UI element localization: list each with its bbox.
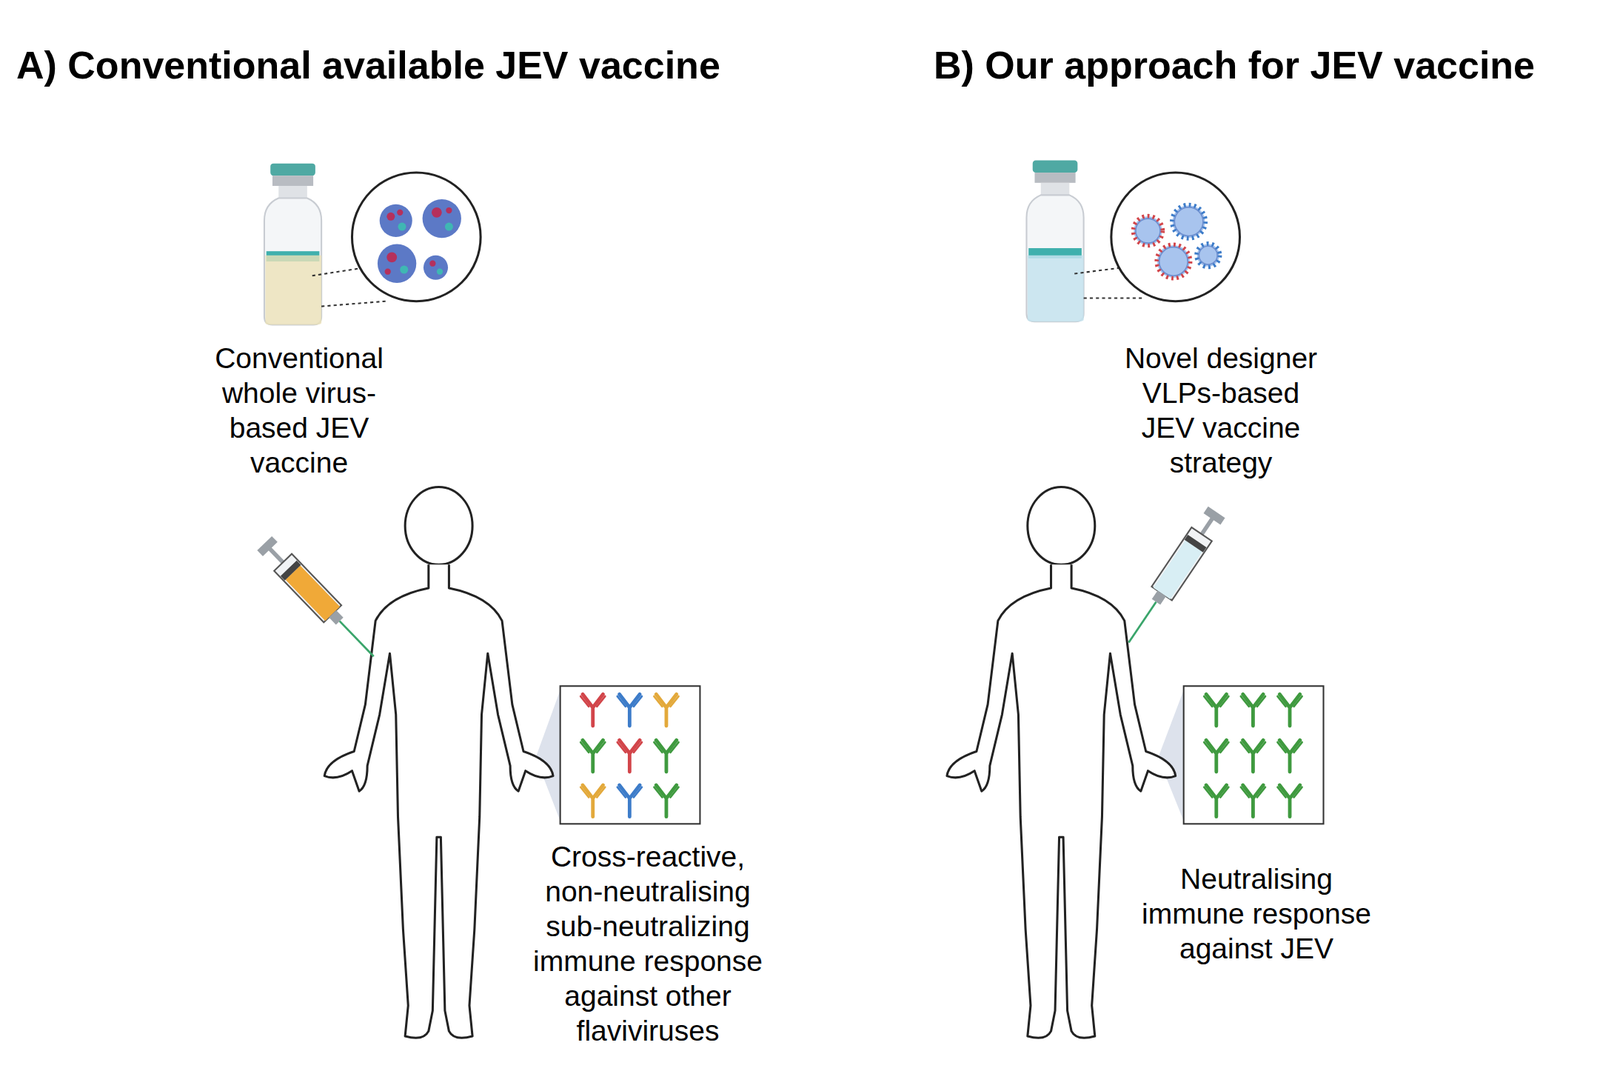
panel-heading: A) Conventional available JEV vaccine	[16, 42, 721, 88]
panel-heading: B) Our approach for JEV vaccine	[933, 42, 1535, 88]
vaccine-label: Novel designer VLPs-based JEV vaccine st…	[1113, 340, 1329, 480]
response-label: Cross-reactive, non-neutralising sub-neu…	[521, 838, 774, 1048]
response-label: Neutralising immune response against JEV	[1130, 861, 1383, 966]
vaccine-label: Conventional whole virus-based JEV vacci…	[202, 340, 397, 480]
